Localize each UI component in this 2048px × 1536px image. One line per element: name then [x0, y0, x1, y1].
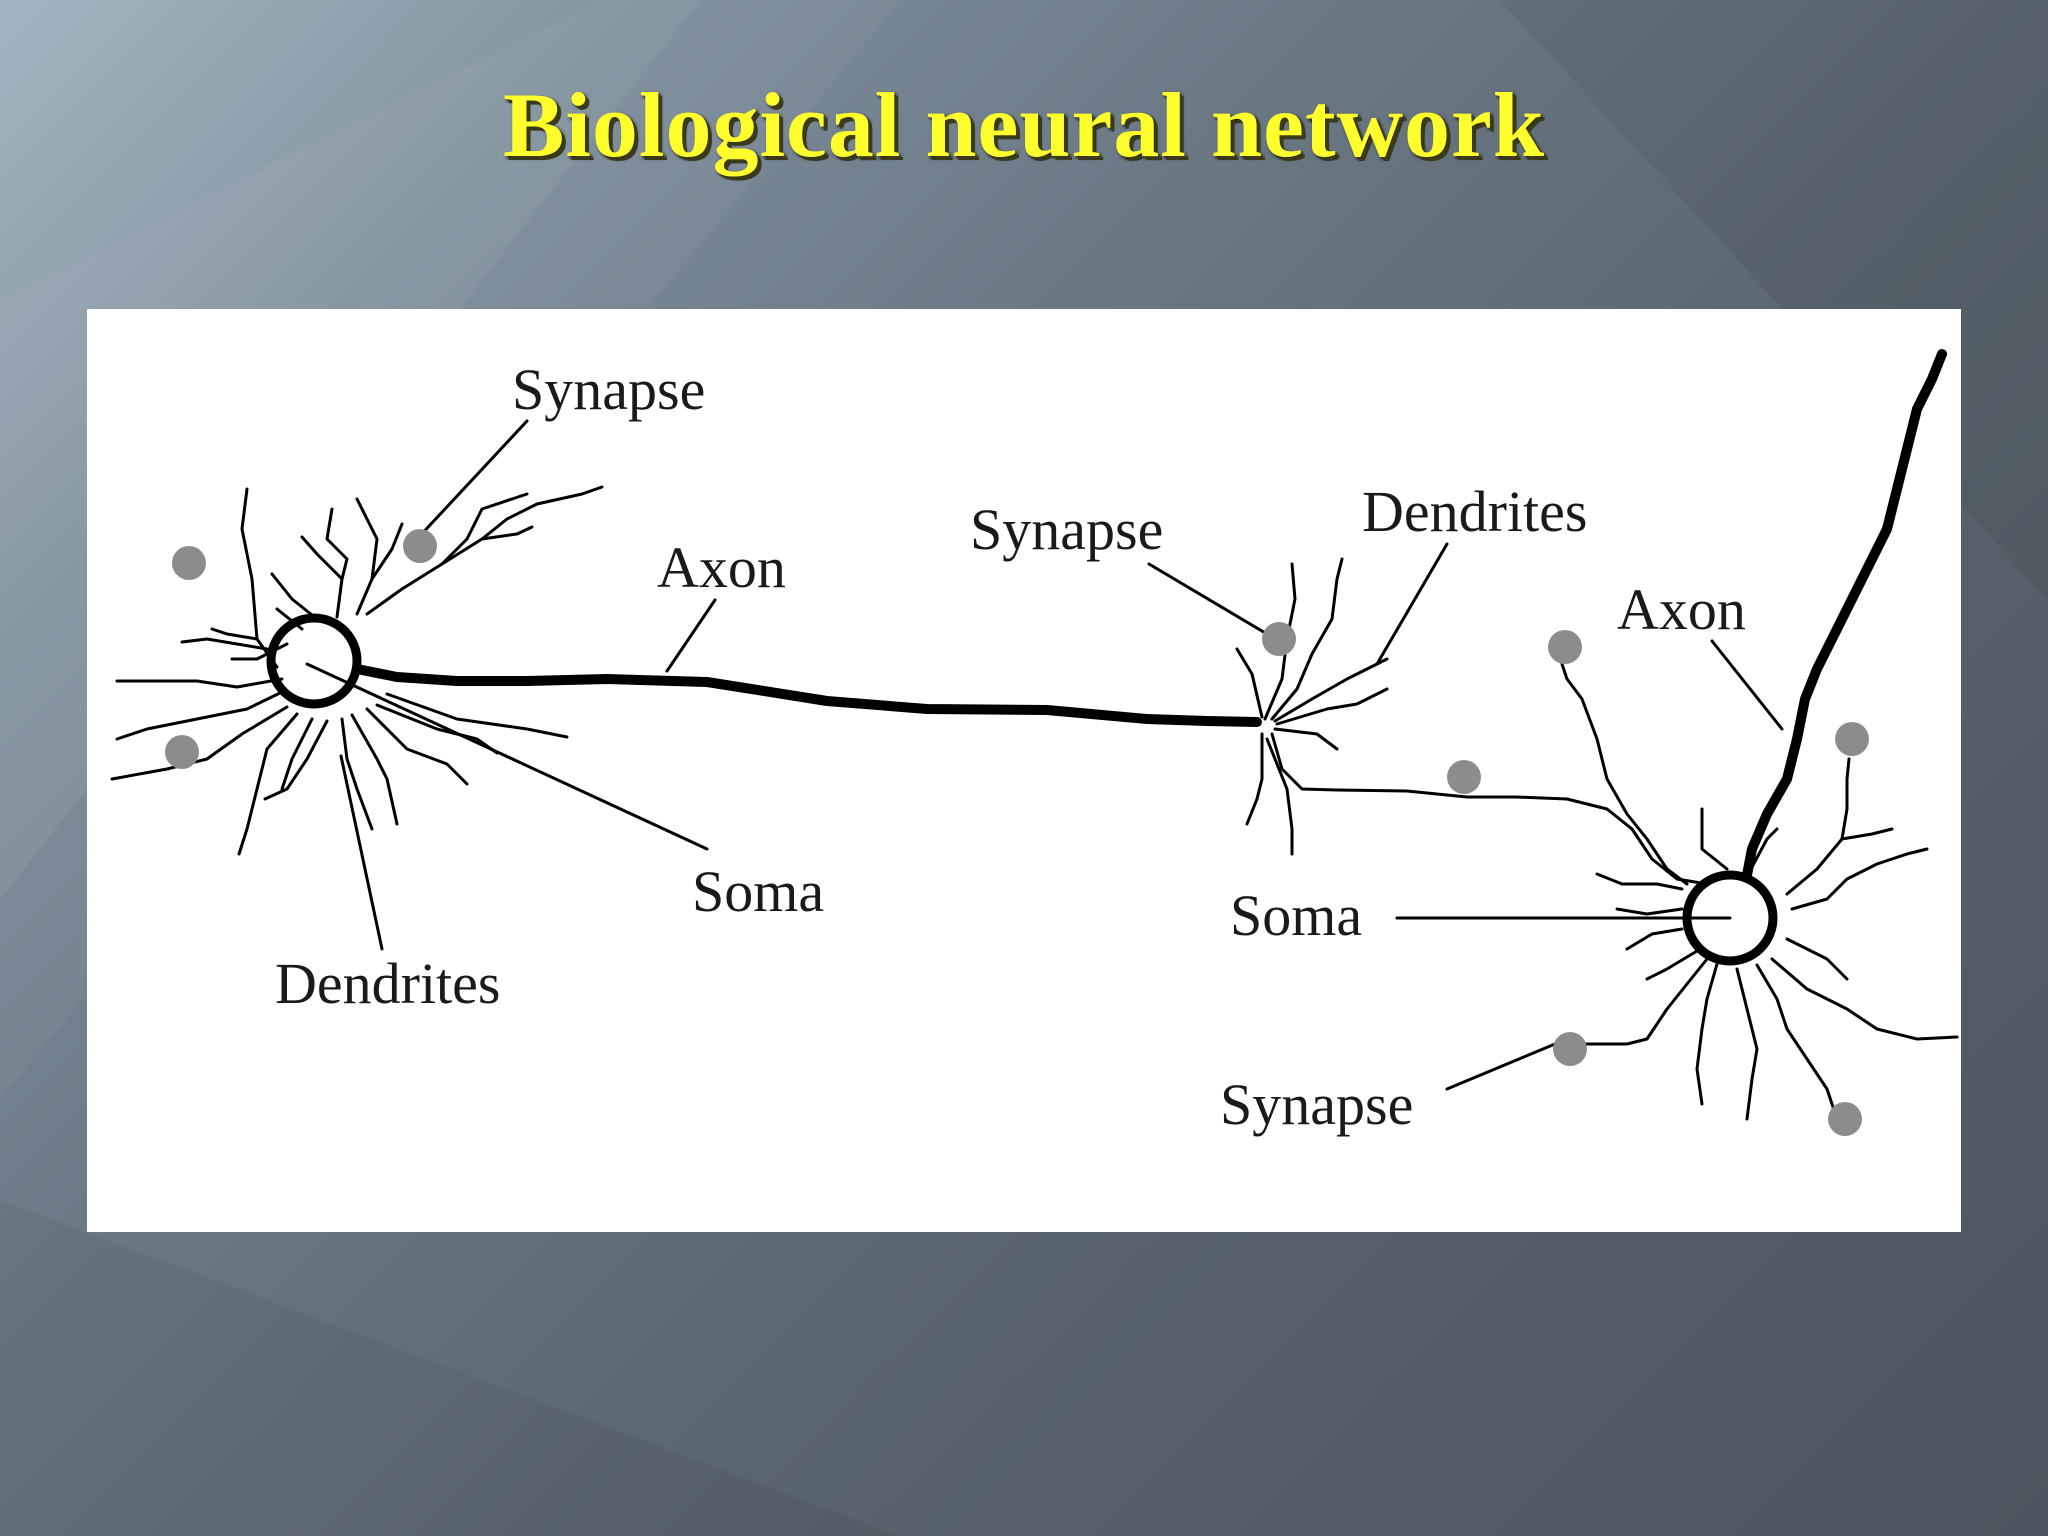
label-dendrites-middle: Dendrites	[1362, 479, 1588, 544]
synapse-dot	[165, 735, 199, 769]
synapse-dots	[165, 529, 1869, 1136]
synapse-dot	[403, 529, 437, 563]
synapse-dot	[1553, 1032, 1587, 1066]
label-synapse-middle: Synapse	[970, 497, 1163, 562]
synapse-dot	[1835, 722, 1869, 756]
neuron-diagram-panel: Synapse Axon Soma Dendrites Synapse Dend…	[87, 309, 1961, 1232]
left-neuron-dendrites	[110, 485, 604, 856]
label-synapse-bottom-right: Synapse	[1220, 1072, 1413, 1137]
slide-title: Biological neural network	[502, 74, 1546, 176]
label-axon-right: Axon	[1617, 577, 1746, 642]
main-axon	[352, 664, 1262, 727]
pointer-lines	[305, 419, 1784, 1091]
left-soma-circle	[266, 613, 362, 709]
synapse-dot	[172, 546, 206, 580]
right-axon	[1742, 349, 1947, 880]
synapse-dot	[1447, 760, 1481, 794]
label-axon-left: Axon	[657, 535, 786, 600]
middle-dendrites	[1235, 557, 1709, 886]
label-soma-left: Soma	[692, 859, 824, 924]
synapse-dot	[1548, 630, 1582, 664]
synapse-dot	[1262, 622, 1296, 656]
neuron-diagram: Synapse Axon Soma Dendrites Synapse Dend…	[110, 349, 1959, 1137]
right-neuron-dendrites	[1560, 662, 1959, 1121]
synapse-dot	[1828, 1102, 1862, 1136]
label-synapse-top-left: Synapse	[512, 357, 705, 422]
label-soma-right: Soma	[1230, 883, 1362, 948]
label-dendrites-left: Dendrites	[275, 951, 501, 1016]
